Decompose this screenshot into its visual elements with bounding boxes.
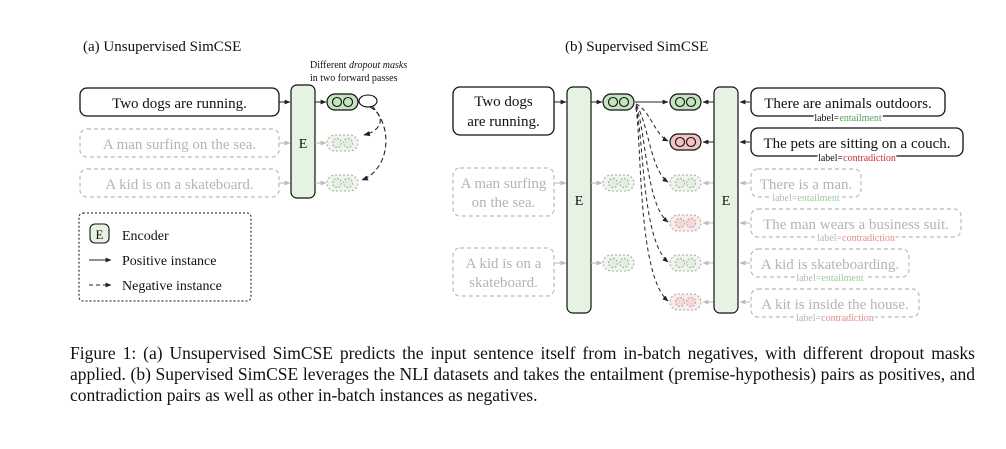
negative-arrow [635,106,669,263]
premise-box-positive [452,86,555,136]
embedding-positive [326,93,359,111]
legend-positive-label: Positive instance [122,254,217,269]
hypothesis-1: There are animals outdoors. [764,96,931,112]
sentence-box-negative [79,168,280,198]
encoder-label: E [299,137,308,152]
hypothesis-box-faded [750,208,962,238]
negative-arrow [361,105,387,181]
negative-arrow [635,103,669,142]
negative-arrow [635,107,669,302]
hypothesis-4-label: label=contradiction [817,233,895,244]
sentence-a-1: Two dogs are running. [112,96,247,112]
encoder-label: E [722,194,731,209]
legend-encoder-symbol: E [96,227,104,242]
sentence-box-negative [79,128,280,158]
premise-1-line1: Two dogs [474,94,533,110]
encoder-block-hypothesis [713,86,739,314]
hyp-embedding-faded [669,174,702,192]
sentence-a-2: A man surfing on the sea. [103,137,256,153]
hypothesis-box-positive [750,87,946,117]
premise-3-line2: skateboard. [469,275,538,291]
legend-negative-label: Negative instance [122,279,222,294]
hyp-embedding-faded [669,293,702,311]
premise-2-line1: A man surfing [461,176,547,192]
negative-arrow [363,106,381,137]
hypothesis-4: The man wears a business suit. [763,217,949,233]
dropout-note-line2: in two forward passes [310,73,398,84]
encoder-label: E [575,194,584,209]
hypothesis-6: A kit is inside the house. [761,297,909,313]
hypothesis-box-faded [750,168,862,198]
premise-1-line2: are running. [467,114,539,130]
figure-caption: Figure 1: (a) Unsupervised SimCSE predic… [70,343,975,405]
hypothesis-box-faded [750,248,910,278]
sentence-a-3: A kid is on a skateboard. [105,177,253,193]
simcse-figure: (a) Unsupervised SimCSE Different dropou… [78,39,964,326]
hypothesis-5-label: label=entailment [796,273,864,284]
dropout-bubble [358,94,378,108]
premise-embedding-faded [602,174,635,192]
negative-arrow [635,105,669,223]
hypothesis-2: The pets are sitting on a couch. [763,136,950,152]
legend-box [78,212,252,302]
hyp-embedding-faded [669,254,702,272]
panel-a-title: (a) Unsupervised SimCSE [83,39,241,55]
hypothesis-box-hard-negative [750,127,964,157]
negative-arrow [635,104,669,183]
hypothesis-2-label: label=contradiction [818,153,896,164]
premise-box-negative [452,167,555,217]
legend-encoder-label: Encoder [122,229,169,244]
hypothesis-box-faded [750,288,920,318]
premise-embedding-faded [602,254,635,272]
hyp-embedding-contra [669,133,702,151]
hypothesis-3: There is a man. [760,177,852,193]
premise-2-line2: on the sea. [472,195,536,211]
hypothesis-1-label: label=entailment [814,113,882,124]
embedding-negative [326,174,359,192]
encoder-block [290,84,316,199]
premise-embedding [602,93,635,111]
premise-3-line1: A kid is on a [466,256,542,272]
hypothesis-5: A kid is skateboarding. [761,257,899,273]
hyp-embedding-faded [669,214,702,232]
premise-box-negative [452,247,555,297]
dropout-note-line1: Different dropout masks [310,60,407,71]
panel-b-title: (b) Supervised SimCSE [565,39,708,55]
hyp-embedding-entail [669,93,702,111]
encoder-block-premise [566,86,592,314]
legend-encoder-icon [89,223,110,244]
embedding-negative [326,134,359,152]
hypothesis-6-label: label=contradiction [796,313,874,324]
hypothesis-3-label: label=entailment [772,193,840,204]
